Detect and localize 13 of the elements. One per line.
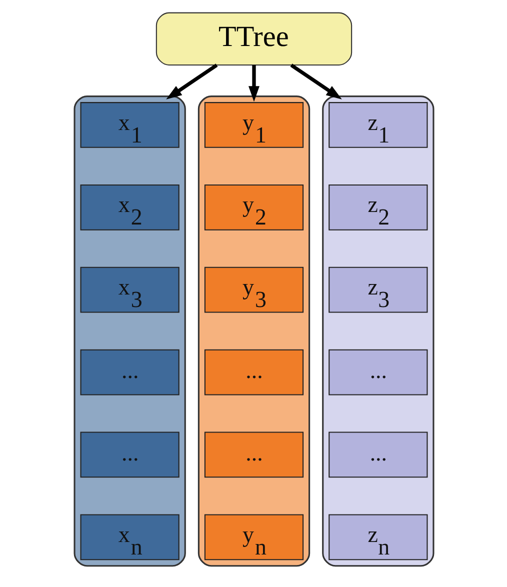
arrow [166,64,218,100]
node-box: ... [204,349,304,396]
node-box: ... [80,432,179,478]
arrow [290,64,342,100]
node-box: TTree [155,12,352,66]
cluster [73,96,186,567]
node-box: ... [204,432,304,478]
cluster [322,96,434,567]
node-box: ... [328,349,428,396]
arrow [248,65,259,102]
node-box: ... [80,349,179,396]
cluster [197,96,310,567]
node-box: ... [328,432,428,478]
